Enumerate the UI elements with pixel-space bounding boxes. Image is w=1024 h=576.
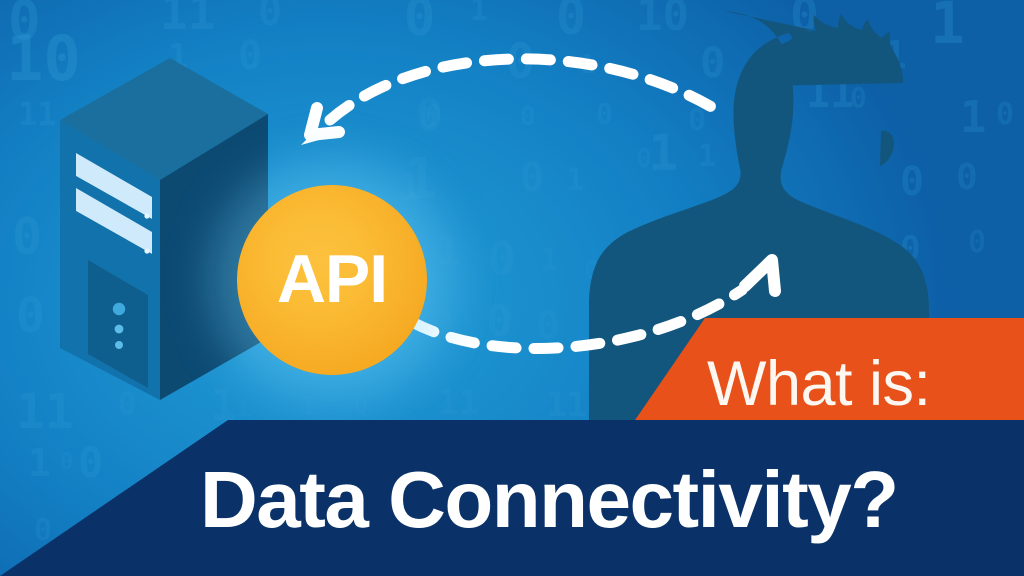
- binary-digit: 10: [6, 22, 81, 95]
- binary-digit: 0: [404, 0, 436, 48]
- page-title: Data Connectivity?: [200, 455, 899, 544]
- binary-digit: 0: [238, 33, 263, 79]
- binary-digit: 1: [566, 163, 585, 198]
- binary-digit: 0: [700, 38, 726, 87]
- binary-digit: 0: [258, 0, 283, 35]
- binary-digit: 1: [960, 92, 987, 143]
- binary-digit: 0: [34, 513, 53, 548]
- binary-digit: 0: [996, 97, 1015, 132]
- binary-digit: 1: [436, 226, 462, 275]
- binary-digit: 0: [520, 102, 536, 132]
- binary-digit: 11: [160, 0, 216, 40]
- binary-digit: 0: [556, 0, 587, 46]
- binary-digit: 0: [60, 450, 74, 475]
- binary-digit: 0: [486, 296, 513, 347]
- binary-digit: 0: [488, 232, 516, 286]
- binary-digit: 1: [398, 165, 423, 211]
- api-badge-label: API: [276, 241, 388, 317]
- binary-digit: 0: [688, 103, 707, 138]
- binary-digit: 0: [636, 144, 652, 174]
- binary-digit: 1: [470, 0, 489, 28]
- binary-digit: 0: [850, 81, 867, 114]
- binary-digit: 0: [520, 155, 545, 201]
- eyebrow-text: What is:: [707, 349, 931, 419]
- binary-digit: 0: [536, 303, 561, 349]
- binary-digit: 0: [8, 0, 41, 52]
- binary-digit: 1: [236, 394, 251, 422]
- binary-digit: 0: [956, 157, 978, 198]
- server-tower-icon: [48, 48, 328, 400]
- binary-digit: 0: [596, 97, 613, 130]
- binary-digit: 1: [28, 441, 51, 485]
- binary-digit: 1: [540, 243, 559, 278]
- binary-digit: 1: [300, 389, 317, 422]
- binary-digit: 11: [546, 385, 587, 425]
- binary-digit: 1: [930, 0, 965, 57]
- binary-digit: 0: [424, 99, 443, 134]
- binary-digit: 11: [18, 95, 57, 133]
- binary-digit: 11: [16, 384, 74, 440]
- binary-digit: 0: [16, 288, 45, 344]
- binary-digit: 0: [968, 225, 987, 260]
- binary-digit: 0: [420, 101, 437, 134]
- binary-digit: 1: [648, 124, 679, 182]
- api-badge: API: [237, 185, 427, 375]
- binary-digit: 1: [698, 139, 717, 174]
- binary-digit: 0: [12, 208, 43, 266]
- binary-digit: 10: [636, 0, 689, 41]
- binary-digit: 11: [438, 383, 479, 423]
- binary-digit: 0: [118, 387, 137, 422]
- binary-digit: 1: [404, 147, 438, 212]
- binary-digit: 0: [416, 90, 443, 141]
- binary-digit: 0: [900, 159, 925, 205]
- binary-digit: 0: [78, 438, 104, 487]
- binary-digit: 0: [354, 392, 369, 420]
